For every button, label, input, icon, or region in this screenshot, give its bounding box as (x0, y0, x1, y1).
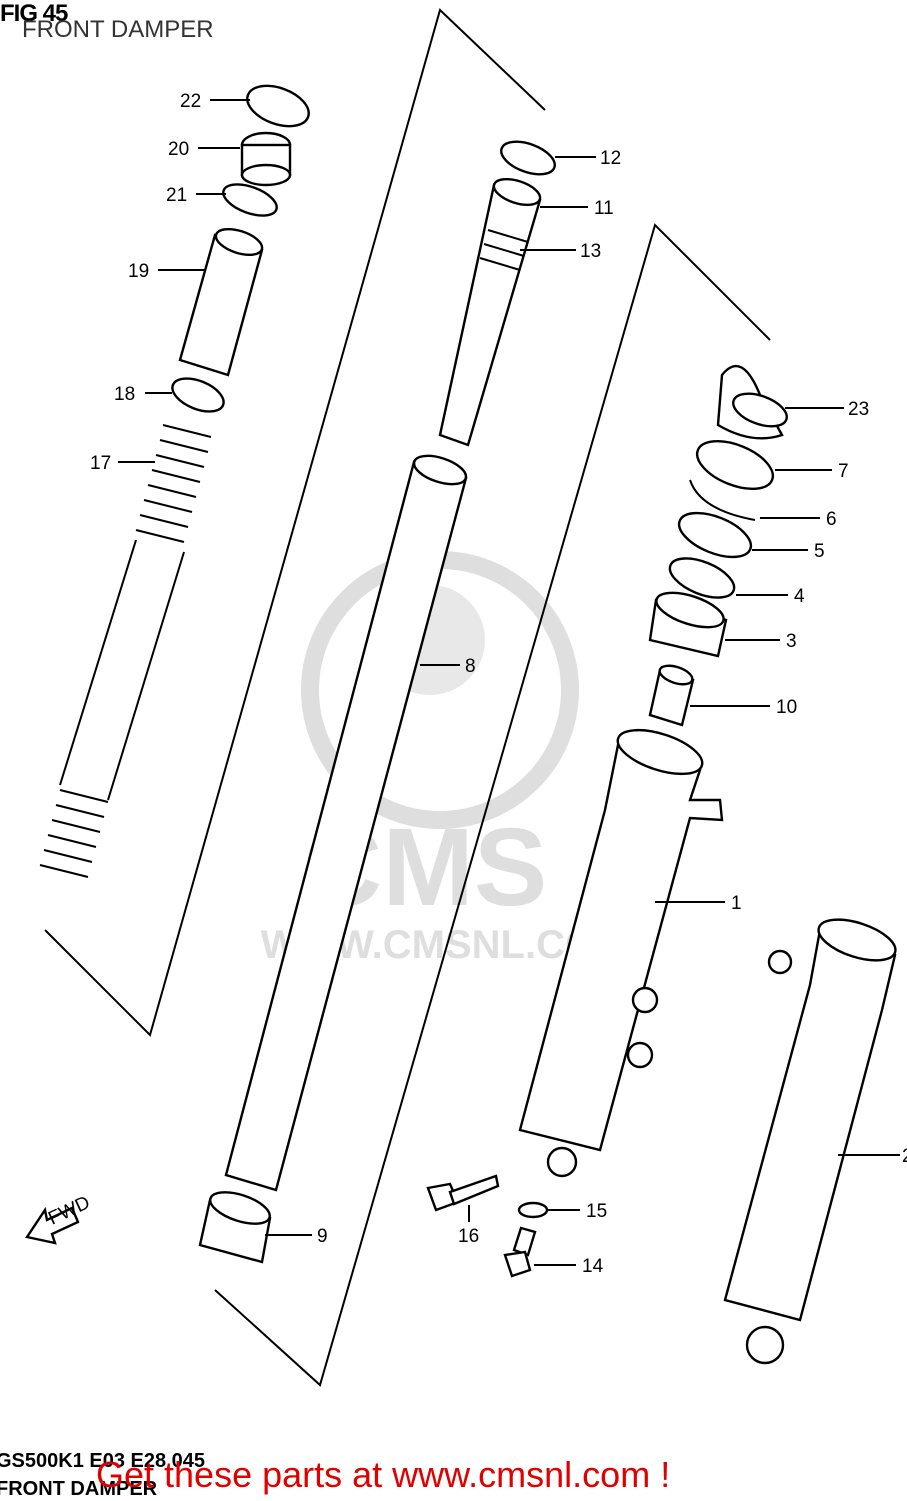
part-label: 22 (180, 91, 201, 112)
part-label: 20 (168, 139, 189, 160)
part-labels: 22 20 21 19 18 17 12 11 13 8 9 23 7 6 5 … (90, 91, 907, 1277)
bushing-3 (648, 591, 728, 658)
inner-tube-8 (224, 454, 468, 1192)
bolt-20 (240, 131, 292, 187)
oil-seal-7 (695, 439, 775, 491)
part-label: 19 (128, 261, 149, 282)
ring-12 (500, 140, 556, 176)
outer-tube-1 (518, 728, 724, 1178)
part-label: 21 (166, 185, 187, 206)
bushing-9 (198, 1191, 272, 1264)
part-label: 5 (814, 541, 825, 562)
part-label: 7 (838, 461, 849, 482)
part-label: 11 (594, 198, 614, 219)
part-label: 16 (458, 1226, 479, 1247)
part-label: 10 (776, 697, 797, 718)
seat-10 (648, 664, 695, 727)
part-label: 17 (90, 453, 111, 474)
cap-22 (246, 84, 310, 128)
figure-title: FIG 45 (0, 0, 68, 27)
section-name: FRONT DAMPER (0, 1478, 158, 1500)
washer-18 (171, 377, 225, 413)
outer-tube-2 (723, 918, 897, 1365)
part-label: 2 (902, 1146, 907, 1167)
part-label: 15 (586, 1201, 607, 1222)
washer-5 (677, 511, 753, 559)
part-label: 8 (465, 656, 476, 677)
o-ring-21 (222, 183, 278, 217)
ring-4 (668, 557, 736, 599)
model-code: GS500K1 E03 E28 045 (0, 1450, 206, 1472)
washer-15 (517, 1201, 549, 1219)
part-label: 23 (848, 399, 869, 420)
spring-group-frame (44, 8, 546, 1037)
spacer-19 (178, 227, 264, 377)
inner-tube-group-frame (214, 223, 771, 1387)
part-label: 1 (731, 893, 742, 914)
part-label: 12 (600, 148, 621, 169)
cta-link[interactable]: Get these parts at www.cmsnl.com ! (96, 1454, 671, 1495)
clip-6 (689, 479, 756, 521)
dust-seal-23 (716, 364, 788, 440)
part-label: 9 (317, 1226, 328, 1247)
part-label: 6 (826, 509, 837, 530)
part-label: 4 (794, 586, 805, 607)
part-label: 18 (114, 384, 135, 405)
bolt-14 (503, 1226, 537, 1278)
bolt-16 (426, 1174, 500, 1212)
damper-rod-11-13 (438, 177, 542, 447)
part-label: 3 (786, 631, 797, 652)
leader-lines (118, 99, 900, 1266)
part-label: 14 (582, 1256, 604, 1277)
figure-subtitle: FRONT DAMPER (22, 16, 214, 43)
spring-17 (39, 424, 212, 878)
part-label: 13 (580, 241, 601, 262)
fwd-arrow: FWD (25, 1192, 93, 1245)
